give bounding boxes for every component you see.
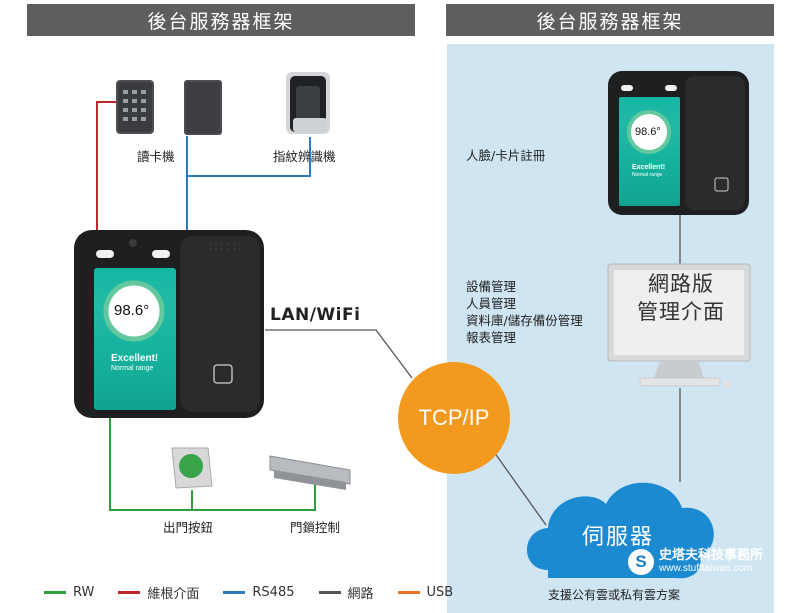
brand-logo: S 史塔夫科技事務所 www.stufftaiwan.com xyxy=(628,548,763,575)
lan-wifi-label: LAN/WiFi xyxy=(270,305,361,325)
face-terminal-large-icon xyxy=(74,230,264,418)
legend-item-network: 網路 xyxy=(318,583,374,602)
management-list: 設備管理 人員管理 資料庫/儲存備份管理 報表管理 xyxy=(466,278,583,346)
logo-name: 史塔夫科技事務所 xyxy=(659,548,764,563)
monitor-line1: 網路版 xyxy=(648,272,714,296)
monitor-icon xyxy=(607,263,751,387)
card-reader-label: 讀卡機 xyxy=(137,149,175,164)
tcp-ip-node: TCP/IP xyxy=(398,362,510,474)
server-label: 伺服器 xyxy=(582,525,655,550)
door-lock-label: 門鎖控制 xyxy=(290,520,341,535)
mgmt-item: 資料庫/儲存備份管理 xyxy=(466,313,583,328)
rs485-line xyxy=(186,137,311,232)
fingerprint-label: 指紋辨識機 xyxy=(273,149,336,164)
terminal-status: Excellent! xyxy=(111,353,159,364)
wiegand-line xyxy=(96,101,120,232)
keypad-reader-icon xyxy=(116,80,154,134)
terminal-temperature: 98.6° xyxy=(114,302,150,319)
monitor-line2: 管理介面 xyxy=(637,300,725,324)
fingerprint-reader-icon xyxy=(286,72,330,134)
face-card-registration-label: 人臉/卡片註冊 xyxy=(466,148,546,163)
network-line-left xyxy=(265,329,413,379)
rw-line xyxy=(109,418,316,511)
magnetic-lock-icon xyxy=(269,455,351,490)
legend-item-rs485: RS485 xyxy=(223,585,295,600)
card-reader-icon xyxy=(184,80,222,135)
cloud-caption: 支援公有雲或私有雲方案 xyxy=(548,588,681,602)
terminal-small-temperature: 98.6° xyxy=(635,126,661,138)
terminal-note: Normal range xyxy=(111,365,154,372)
legend-item-rw: RW xyxy=(44,585,94,600)
web-management-label: 網路版 管理介面 xyxy=(614,270,748,326)
right-header: 後台服務器框架 xyxy=(446,4,774,36)
mgmt-item: 設備管理 xyxy=(466,279,517,294)
exit-button-icon xyxy=(171,447,213,489)
exit-button-label: 出門按鈕 xyxy=(163,520,214,535)
logo-badge-icon: S xyxy=(628,548,654,575)
mgmt-item: 人員管理 xyxy=(466,296,517,311)
legend: RW 維根介面 RS485 網路 USB xyxy=(44,583,477,602)
cloud-icon xyxy=(527,482,714,579)
logo-url: www.stufftaiwan.com xyxy=(659,563,753,574)
left-header: 後台服務器框架 xyxy=(27,4,415,36)
legend-item-usb: USB xyxy=(397,585,453,600)
mgmt-item: 報表管理 xyxy=(466,330,517,345)
face-terminal-small-icon xyxy=(608,71,749,215)
terminal-small-status: Excellent! xyxy=(632,164,666,171)
terminal-small-note: Normal range xyxy=(632,172,663,178)
network-line-cloud xyxy=(493,451,547,526)
legend-item-wiegand: 維根介面 xyxy=(118,583,199,602)
